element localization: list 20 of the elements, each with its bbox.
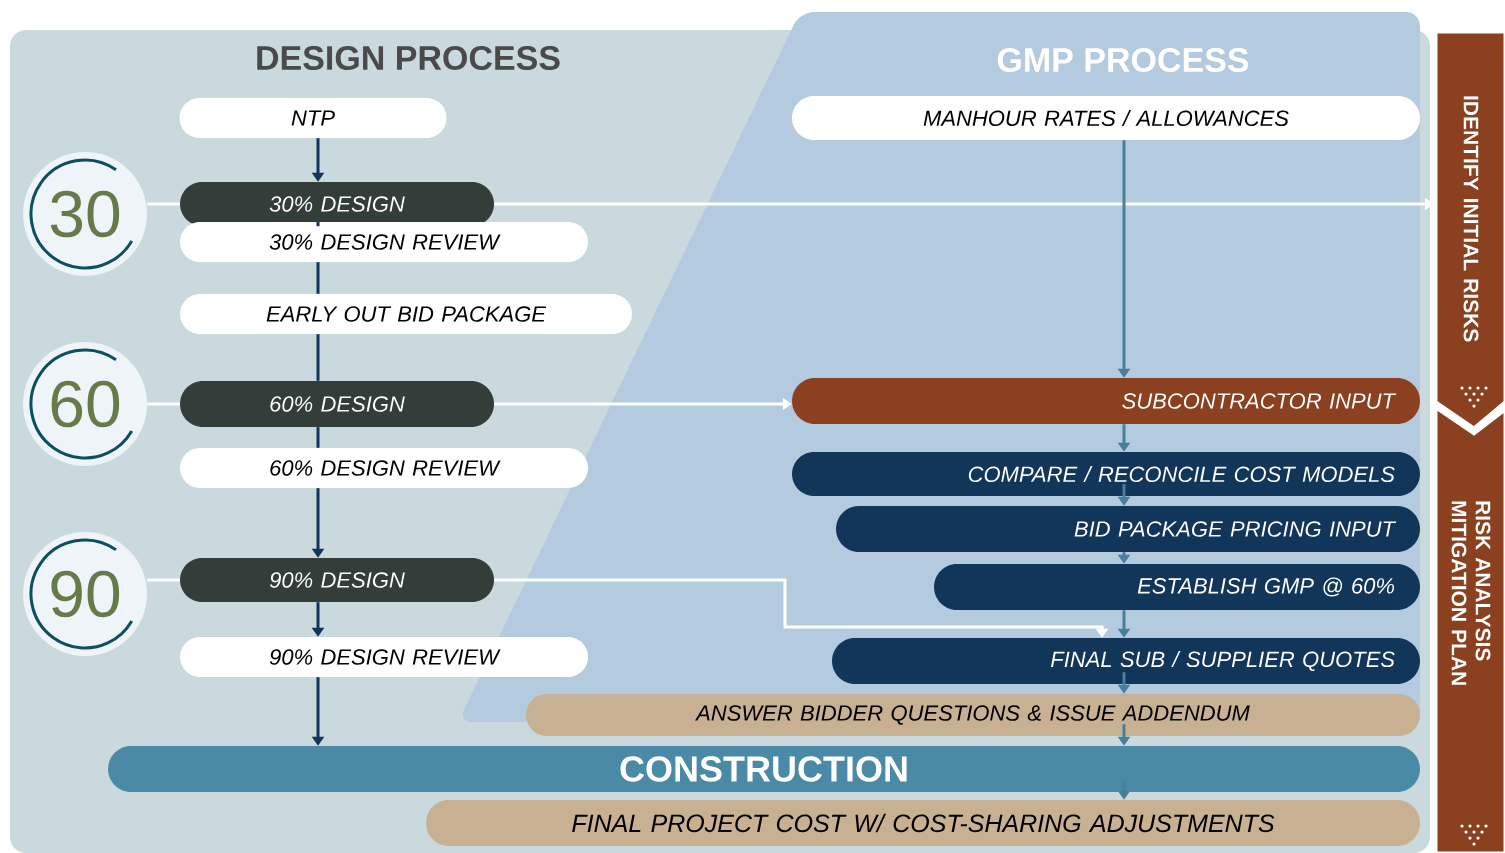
process-pill: 60% DESIGN: [180, 381, 494, 427]
process-pill: FINAL PROJECT COST W/ COST-SHARING ADJUSTMENTS: [426, 800, 1420, 846]
process-pill: EARLY OUT BID PACKAGE: [180, 294, 632, 334]
node-label: IDENTIFY INITIAL RISKS: [1463, 96, 1479, 342]
process-pill: NTP: [179, 98, 447, 138]
process-pill: 90% DESIGN: [180, 558, 494, 602]
process-pill: COMPARE / RECONCILE COST MODELS: [792, 452, 1420, 496]
process-pill: ANSWER BIDDER QUESTIONS & ISSUE ADDENDUM: [526, 694, 1420, 736]
process-pill: ESTABLISH GMP @ 60%: [934, 564, 1420, 610]
process-pill: MANHOUR RATES / ALLOWANCES: [792, 96, 1420, 140]
section-title: DESIGN PROCESS: [257, 45, 560, 71]
node-label: RISK ANALYSIS MITIGATION PLAN: [1451, 501, 1491, 685]
process-pill: BID PACKAGE PRICING INPUT: [836, 506, 1420, 552]
process-pill: 60% DESIGN REVIEW: [180, 448, 588, 488]
process-pill: CONSTRUCTION: [108, 746, 1420, 792]
risk-banner: IDENTIFY INITIAL RISKS: [1434, 30, 1505, 430]
process-pill: 30% DESIGN REVIEW: [180, 222, 588, 262]
process-pill: 90% DESIGN REVIEW: [180, 637, 588, 677]
process-pill: SUBCONTRACTOR INPUT: [792, 378, 1420, 424]
process-pill: FINAL SUB / SUPPLIER QUOTES: [832, 638, 1420, 684]
